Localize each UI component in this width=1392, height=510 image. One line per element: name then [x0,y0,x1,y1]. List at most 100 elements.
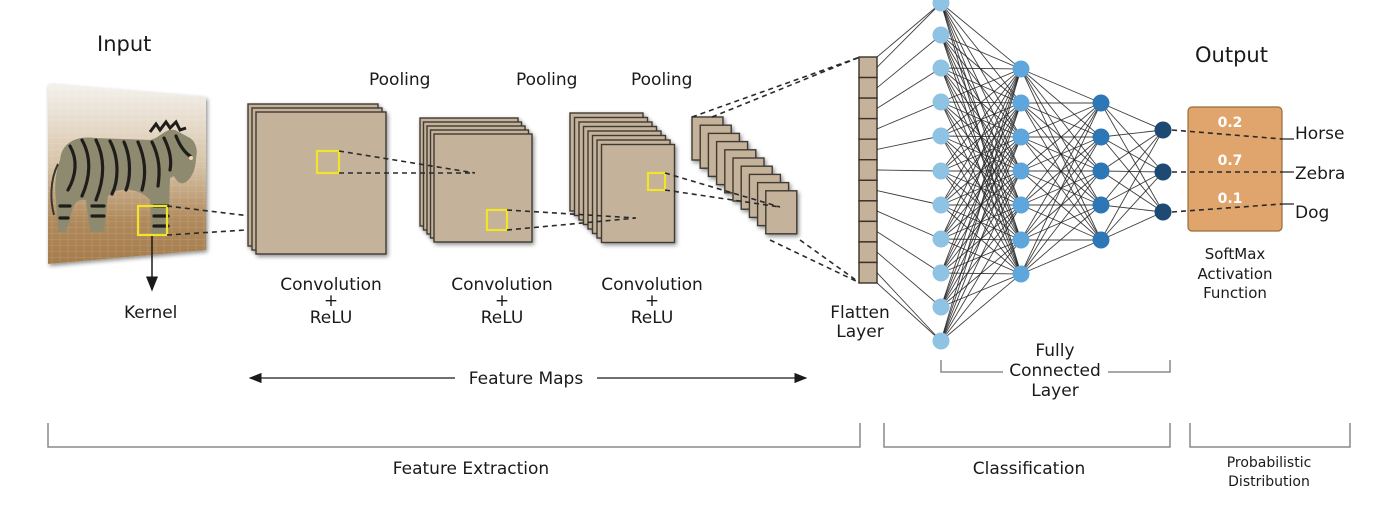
fc-label-line1: Fully [1035,341,1074,361]
neuron-layer-1 [932,26,950,44]
conv-label-line1: Convolution [280,275,382,295]
feature-map [255,111,387,255]
neuron-layer-1 [932,127,950,145]
edge [876,2,942,68]
edge [1100,171,1164,206]
neuron-layer-2 [1012,231,1030,249]
flatten-cell [858,179,878,202]
neuron-layer-3 [1092,196,1110,214]
flatten-cell [858,159,878,181]
output-neuron [1154,203,1172,221]
edge [940,136,1022,342]
feature-map-stacks [247,103,798,255]
output-probability: 0.1 [1218,191,1243,207]
edge [876,2,942,58]
conv-label-line1: Convolution [601,275,703,295]
edge [1100,211,1164,241]
output-title: Output [1195,43,1268,67]
edge [940,68,1022,137]
softmax-label-line2: Activation [1197,265,1272,283]
probabilistic-label-line2: Distribution [1228,474,1310,490]
edge [940,102,1022,342]
conv-label-plus: + [495,291,509,311]
output-neuron [1154,163,1172,181]
edge [1100,129,1164,206]
flatten-cell [858,261,878,284]
edge [876,101,942,130]
softmax-label-line1: SoftMax [1205,245,1266,263]
edge [940,68,1022,274]
neuron-layer-3 [1092,162,1110,180]
feature-maps-arrow: Feature Maps [248,369,808,389]
projection-lines-3 [664,172,781,208]
kernel-window-map1 [315,149,341,175]
feature-maps-label: Feature Maps [469,369,584,389]
edge [940,2,1022,241]
output-neuron [1154,121,1172,139]
edge [940,68,1022,206]
edge [940,2,1022,70]
flatten-layer [858,56,878,284]
flatten-cell [858,241,878,264]
kernel-label: Kernel [124,303,177,323]
flatten-cell [858,138,878,161]
feature-map-stack-3 [569,112,676,244]
flatten-cell [858,97,878,120]
edge [940,68,1022,308]
conv-label-line3: ReLU [631,308,674,328]
network-nodes [932,0,1172,350]
edge [1020,170,1102,275]
edge [1020,204,1102,275]
neuron-layer-1 [932,332,950,350]
edge [876,272,942,342]
edge [940,170,1022,342]
conv-label-plus: + [645,291,659,311]
edge [940,68,1022,103]
conv-label-line3: ReLU [310,308,353,328]
edge [1020,68,1102,104]
kernel-window [136,204,169,237]
edge [876,231,942,274]
flatten-cell [858,200,878,223]
output-dashed-line [1171,129,1283,140]
edge [940,68,1022,342]
edge [1020,102,1102,206]
neuron-layer-1 [932,59,950,77]
edge [1100,170,1164,213]
kernel-window-map2 [485,208,509,232]
projection-lines-1 [338,150,476,174]
edge [1100,129,1164,241]
neuron-layer-1 [932,196,950,214]
flatten-label-line1: Flatten [830,303,889,323]
flatten-cell [858,117,878,140]
pooling-label-1: Pooling [369,70,430,90]
edge [1100,129,1164,138]
neuron-layer-2 [1012,128,1030,146]
conv-relu-label-3: Convolution + ReLU [601,275,703,328]
edge [876,210,942,240]
output-class-label: Dog [1295,203,1329,223]
edge [1020,102,1102,172]
edge [1020,102,1102,138]
edge [940,68,1022,240]
edge [940,68,1022,172]
projection-lines-2 [506,209,637,231]
neuron-layer-1 [932,298,950,316]
feature-map [600,143,676,244]
feature-map-stack-2 [419,117,533,243]
edge [1020,136,1102,275]
conv-relu-label-1: Convolution + ReLU [280,275,382,328]
edge [1100,102,1164,131]
network-edges [876,2,1164,342]
flatten-cell [858,220,878,243]
conv-relu-label-2: Convolution + ReLU [451,275,553,328]
neuron-layer-3 [1092,94,1110,112]
pooling-label-3: Pooling [631,70,692,90]
conv-label-line3: ReLU [481,308,524,328]
probabilistic-label-line1: Probabilistic [1227,455,1312,471]
edge [1100,171,1164,241]
output-dashed-line [1171,203,1283,213]
fc-label-line2: Connected [1009,361,1101,381]
